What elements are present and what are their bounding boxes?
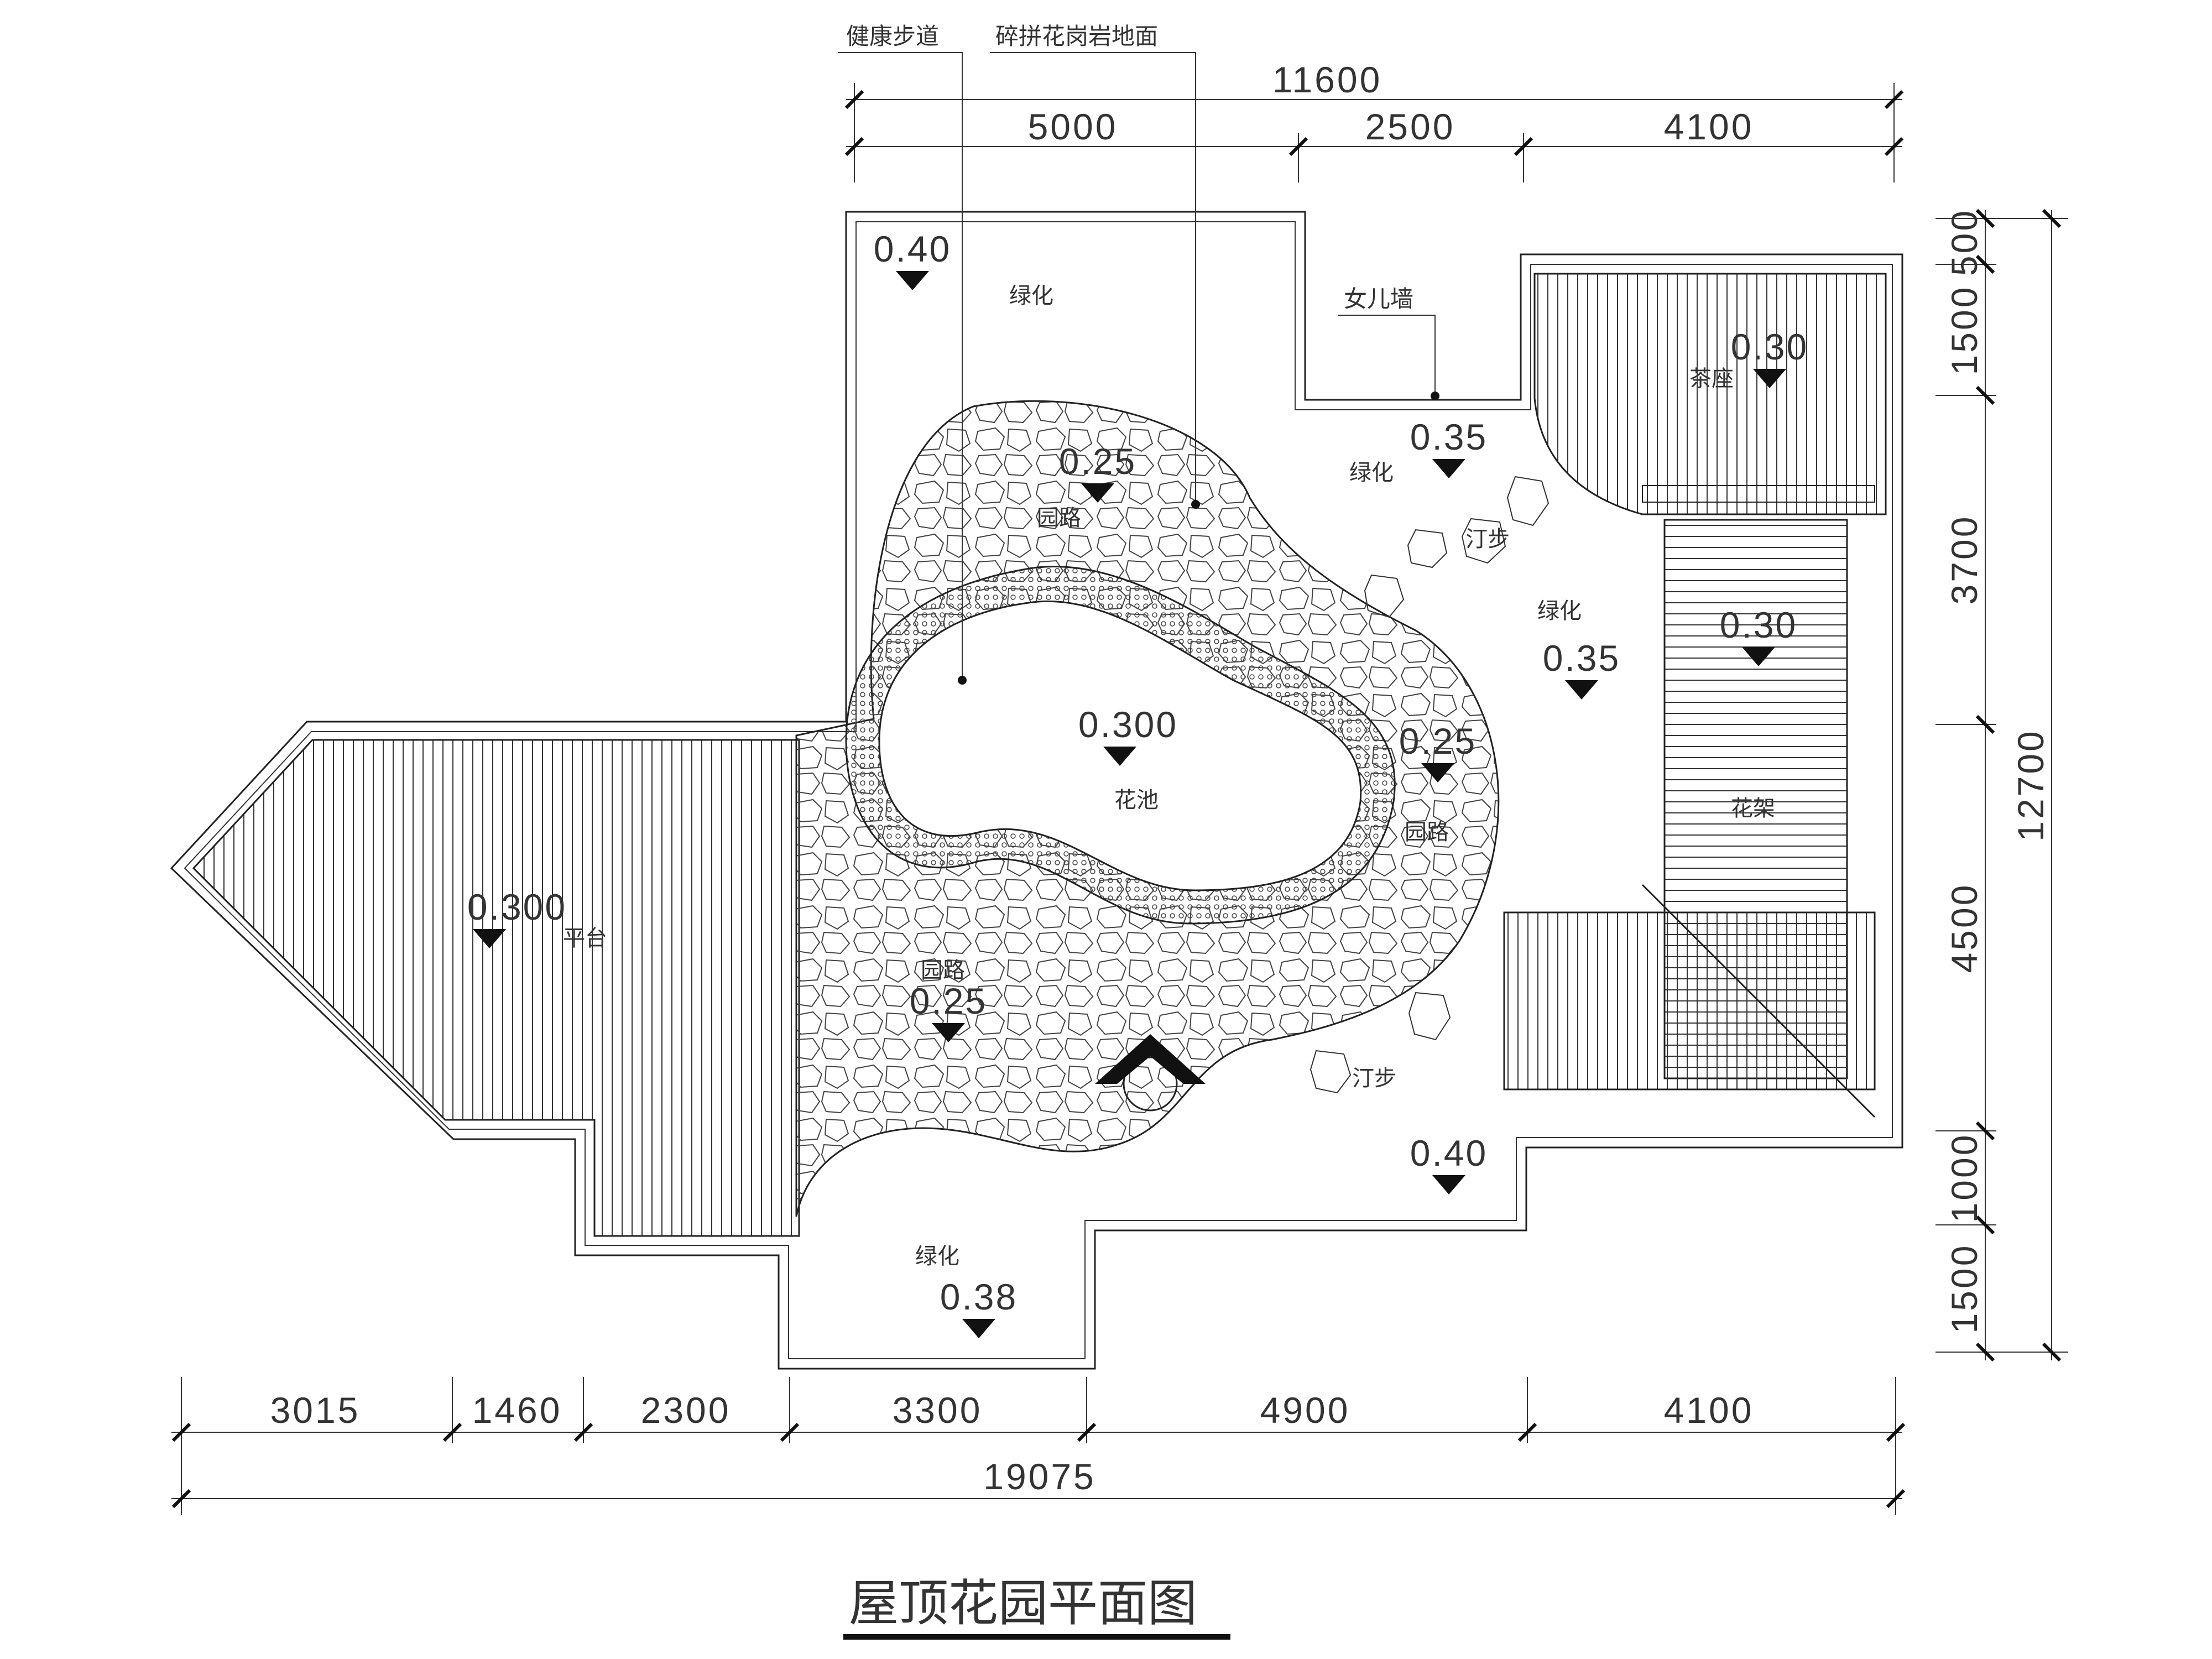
- drawing-title: 屋顶花园平面图: [849, 1574, 1197, 1632]
- svg-text:0.40: 0.40: [1410, 1133, 1488, 1173]
- label-path-right: 园路: [1405, 820, 1449, 845]
- elevation-path-low: 0.25: [910, 980, 987, 1042]
- elevation-path-top: 0.25: [1059, 441, 1136, 503]
- svg-text:0.35: 0.35: [1410, 416, 1488, 457]
- dim-right-total: 12700: [2010, 729, 2051, 842]
- svg-text:0.35: 0.35: [1543, 638, 1620, 679]
- svg-text:0.38: 0.38: [940, 1276, 1018, 1317]
- label-stepping-stones-bottom: 汀步: [1352, 1066, 1396, 1091]
- svg-text:0.25: 0.25: [1059, 441, 1136, 482]
- dim-bottom-total: 19075: [983, 1456, 1096, 1497]
- pergola: [1503, 485, 1876, 1118]
- dim-bottom-3: 2300: [641, 1390, 731, 1431]
- dim-right-1: 500: [1944, 208, 1985, 276]
- dim-right-4: 4500: [1944, 883, 1985, 973]
- svg-text:0.25: 0.25: [1399, 721, 1477, 761]
- tea-seat-deck: [1533, 273, 1887, 515]
- label-terrace: 平台: [563, 926, 607, 951]
- label-tea-seat: 茶座: [1689, 366, 1734, 392]
- dimension-lines: [171, 83, 2068, 1515]
- elevation-east-green: 0.35: [1543, 638, 1620, 700]
- section-marker: [1095, 1034, 1206, 1112]
- elevation-terrace: 0.300: [467, 886, 567, 948]
- label-flower-pond: 花池: [1114, 787, 1159, 813]
- flower-pond: [878, 600, 1362, 891]
- parapet-wall: [170, 211, 1903, 1370]
- dim-bottom-6: 4100: [1664, 1390, 1754, 1431]
- elevation-pond: 0.300: [1078, 704, 1178, 766]
- dim-right-6: 1500: [1944, 1244, 1985, 1334]
- elevation-pergola: 0.30: [1720, 604, 1797, 666]
- dim-right-3: 3700: [1944, 515, 1985, 605]
- dim-bottom-1: 3015: [270, 1390, 361, 1431]
- svg-text:0.30: 0.30: [1720, 604, 1797, 645]
- dim-top-3: 4100: [1664, 106, 1754, 147]
- dim-top-1: 5000: [1028, 106, 1118, 147]
- terrace-deck: [192, 739, 800, 1237]
- label-green-nw: 绿化: [1009, 283, 1053, 309]
- dim-bottom-5: 4900: [1260, 1390, 1350, 1431]
- label-path-top: 园路: [1037, 505, 1081, 531]
- granite-paving-callout: 碎拼花岗岩地面: [995, 23, 1158, 50]
- label-path-low: 园路: [921, 958, 965, 983]
- elevation-path-right: 0.25: [1399, 721, 1477, 782]
- dim-right-2: 1500: [1944, 285, 1985, 375]
- elevation-mid-green: 0.35: [1410, 416, 1488, 478]
- svg-text:0.300: 0.300: [1078, 704, 1178, 745]
- svg-text:0.300: 0.300: [467, 886, 567, 927]
- elevation-south-green: 0.40: [1410, 1133, 1488, 1194]
- elevation-nw-green: 0.40: [874, 228, 951, 290]
- label-pergola: 花架: [1731, 796, 1775, 821]
- dim-bottom-2: 1460: [472, 1390, 562, 1431]
- callout-leaders: [838, 52, 1439, 685]
- dim-bottom-4: 3300: [893, 1390, 983, 1431]
- label-stepping-stones-top: 汀步: [1465, 526, 1510, 552]
- elevation-tea: 0.30: [1731, 326, 1808, 388]
- dim-top-total: 11600: [1272, 59, 1383, 100]
- stepping-stones: [1310, 476, 1550, 1094]
- dim-top-2: 2500: [1365, 106, 1455, 147]
- label-green-mid: 绿化: [1349, 460, 1394, 486]
- label-green-bottom: 绿化: [915, 1244, 959, 1269]
- parapet-callout: 女儿墙: [1344, 285, 1413, 312]
- dim-right-5: 1000: [1944, 1133, 1985, 1223]
- label-green-east: 绿化: [1537, 598, 1582, 624]
- fitness-path-callout: 健康步道: [846, 23, 939, 50]
- svg-text:0.25: 0.25: [910, 980, 987, 1021]
- svg-text:0.30: 0.30: [1731, 326, 1808, 367]
- svg-text:0.40: 0.40: [874, 228, 951, 269]
- elevation-bottom-green: 0.38: [940, 1276, 1018, 1338]
